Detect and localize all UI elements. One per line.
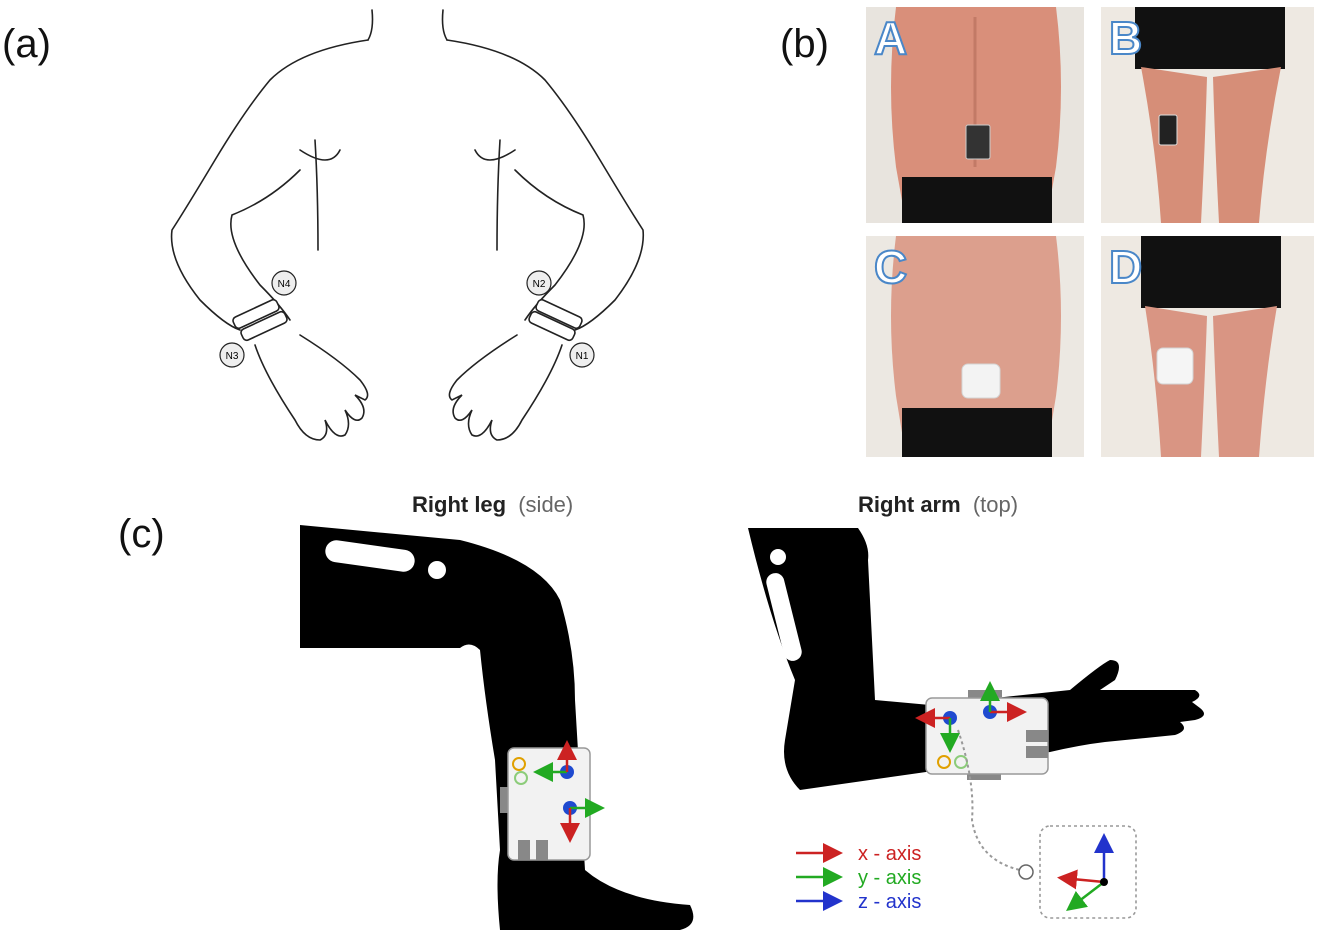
svg-text:y - axis: y - axis (858, 867, 921, 889)
legend-item-y: y - axis (796, 867, 921, 889)
svg-text:N2: N2 (533, 279, 546, 290)
axis-legend: x - axis y - axis z - axis (796, 843, 921, 913)
arm-sensor-device (915, 681, 1049, 780)
svg-text:N3: N3 (226, 351, 239, 362)
photo-letter-b: B (1108, 11, 1143, 65)
wrist-band-left-lower (240, 310, 288, 342)
wrist-band-right-lower (528, 310, 576, 342)
panel-label-c: (c) (118, 512, 165, 556)
leg-title: Right leg (side) (412, 492, 573, 517)
photo-back-black-sensor: A (866, 7, 1084, 223)
svg-text:z - axis: z - axis (858, 891, 921, 913)
photo-thigh-black-sensor: B (1101, 7, 1314, 223)
legend-item-z: z - axis (796, 891, 921, 913)
svg-text:N1: N1 (576, 351, 589, 362)
inset-connector-end (1018, 864, 1034, 880)
axes-inset-box (1039, 825, 1137, 919)
node-badge-n3: N3 (219, 342, 245, 368)
node-badge-n1: N1 (569, 342, 595, 368)
photo-letter-c: C (873, 240, 908, 294)
legend-item-x: x - axis (796, 843, 921, 865)
svg-text:x - axis: x - axis (858, 843, 921, 865)
photo-back-white-patch: C (866, 236, 1084, 457)
axes-inset-arrows (1057, 833, 1114, 912)
arm-title: Right arm (top) (858, 492, 1018, 517)
node-badge-n4: N4 (271, 270, 297, 296)
wrist-band-left-upper (232, 298, 280, 330)
panel-label-a: (a) (2, 22, 51, 66)
panel-label-b: (b) (780, 22, 829, 66)
wrist-band-right-upper (535, 298, 583, 330)
arm-silhouette (748, 528, 1204, 790)
photo-letter-d: D (1108, 240, 1143, 294)
torso-line-drawing: N4 N3 N2 N1 (170, 9, 645, 441)
svg-text:N4: N4 (278, 279, 291, 290)
inset-connector (957, 729, 1021, 871)
photo-letter-a: A (873, 11, 908, 65)
photo-thigh-white-patch: D (1101, 236, 1314, 457)
leg-silhouette (300, 525, 694, 930)
sensor-axes-diagram: Right leg (side) Right arm (top) (300, 492, 1204, 930)
leg-sensor-device (500, 740, 605, 861)
node-badge-n2: N2 (526, 270, 552, 296)
